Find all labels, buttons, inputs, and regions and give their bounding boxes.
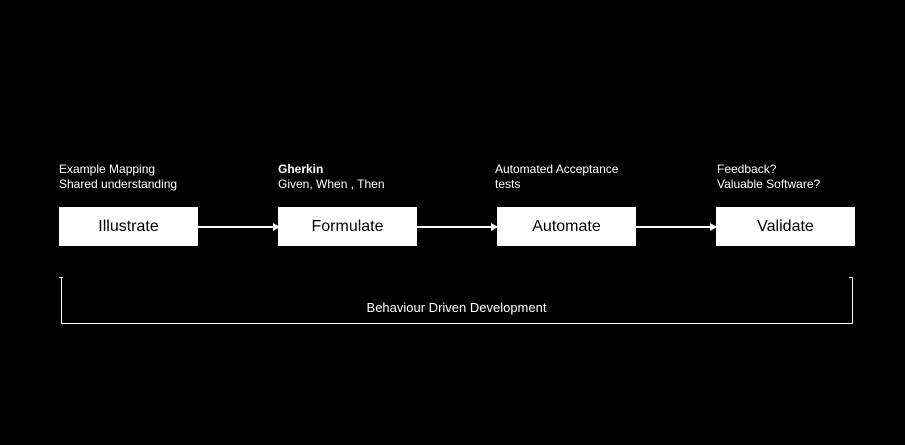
illustrate-note-line2: Shared understanding bbox=[59, 177, 178, 191]
automate-box: Automate bbox=[497, 207, 636, 246]
illustrate-box: Illustrate bbox=[59, 207, 198, 246]
automate-note-line2: tests bbox=[495, 177, 521, 191]
automate-note: Automated Acceptance tests bbox=[495, 162, 618, 192]
validate-note-line1: Feedback? bbox=[717, 162, 777, 176]
arrow-head-illustrate-to-formulate bbox=[273, 223, 280, 231]
validate-note-line2: Valuable Software? bbox=[717, 177, 821, 191]
arrow-illustrate-to-formulate bbox=[198, 226, 274, 228]
bdd-bracket-label: Behaviour Driven Development bbox=[366, 300, 547, 315]
bdd-bracket-left-tick bbox=[59, 277, 63, 278]
automate-label: Automate bbox=[532, 217, 601, 235]
formulate-note-line1: Gherkin bbox=[278, 162, 324, 176]
formulate-label: Formulate bbox=[311, 217, 384, 235]
formulate-note: Gherkin Given, When , Then bbox=[278, 162, 385, 192]
validate-box: Validate bbox=[716, 207, 855, 246]
illustrate-label: Illustrate bbox=[98, 217, 159, 235]
illustrate-note-line1: Example Mapping bbox=[59, 162, 156, 176]
arrow-formulate-to-automate bbox=[417, 226, 492, 228]
arrow-head-automate-to-validate bbox=[710, 223, 717, 231]
validate-note: Feedback? Valuable Software? bbox=[717, 162, 820, 192]
bdd-bracket-right-tick bbox=[849, 277, 853, 278]
arrow-automate-to-validate bbox=[636, 226, 711, 228]
formulate-note-line2: Given, When , Then bbox=[278, 177, 385, 191]
formulate-box: Formulate bbox=[278, 207, 417, 246]
illustrate-note: Example Mapping Shared understanding bbox=[59, 162, 177, 192]
validate-label: Validate bbox=[757, 217, 814, 235]
arrow-head-formulate-to-automate bbox=[491, 223, 498, 231]
automate-note-line1: Automated Acceptance bbox=[495, 162, 619, 176]
bdd-bracket bbox=[61, 277, 853, 324]
